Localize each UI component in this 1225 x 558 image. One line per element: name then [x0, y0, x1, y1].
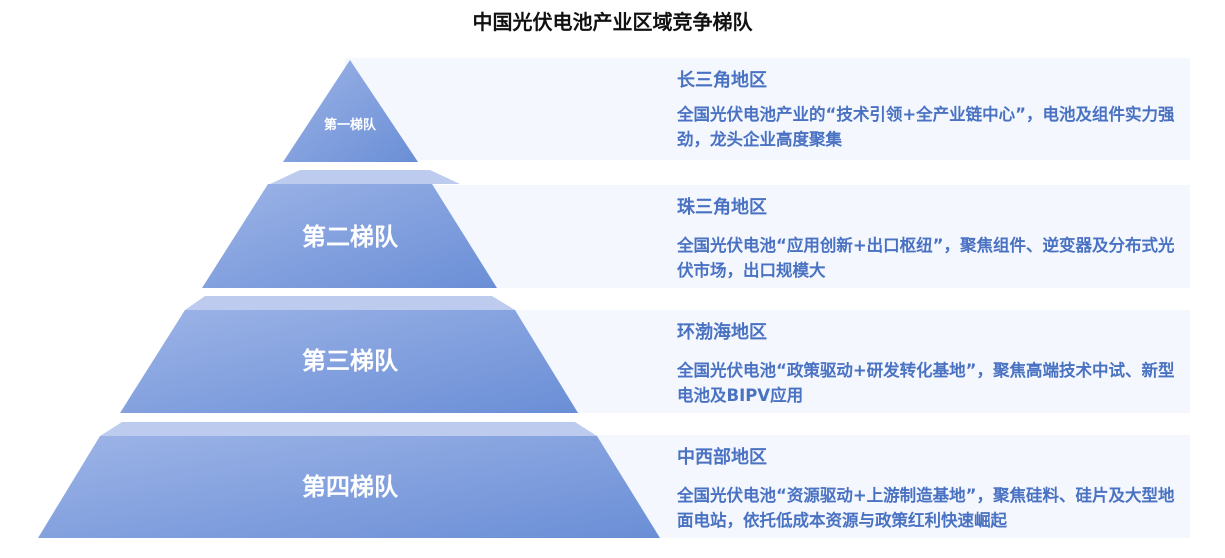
tier-4-label: 第四梯队 [302, 473, 399, 501]
tier-3-label: 第三梯队 [302, 347, 399, 375]
tier-2-label: 第二梯队 [302, 223, 399, 251]
tier-3-region: 环渤海地区 [677, 322, 767, 343]
tier-4-cap [100, 422, 597, 436]
tier-3-cap [185, 296, 515, 310]
tier-2-region: 珠三角地区 [677, 197, 767, 218]
tier-1-panel: 长三角地区 全国光伏电池产业的“技术引领+全产业链中心”，电池及组件实力强劲，龙… [345, 58, 1190, 160]
tier-2-description: 全国光伏电池“应用创新+出口枢纽”，聚焦组件、逆变器及分布式光伏市场，出口规模大 [677, 236, 1175, 280]
tier-1-region: 长三角地区 [677, 70, 767, 91]
tier-3-shape [120, 310, 578, 413]
tier-1-label: 第一梯队 [324, 117, 377, 133]
tier-3-description: 全国光伏电池“政策驱动+研发转化基地”，聚焦高端技术中试、新型电池及BIPV应用 [677, 361, 1175, 405]
diagram-title: 中国光伏电池产业区域竞争梯队 [472, 10, 753, 34]
tier-2-shape [202, 184, 497, 288]
tier-1-description: 全国光伏电池产业的“技术引领+全产业链中心”，电池及组件实力强劲，龙头企业高度聚… [677, 105, 1175, 149]
tier-1-shape [283, 60, 418, 162]
tier-4-description: 全国光伏电池“资源驱动+上游制造基地”，聚焦硅料、硅片及大型地面电站，依托低成本… [677, 486, 1175, 530]
tier-4-shape [38, 436, 660, 538]
tier-4-region: 中西部地区 [677, 447, 767, 468]
pyramid: 第一梯队 第二梯队 第三梯队 第四梯队 [38, 60, 660, 538]
tier-2-cap [270, 170, 460, 184]
